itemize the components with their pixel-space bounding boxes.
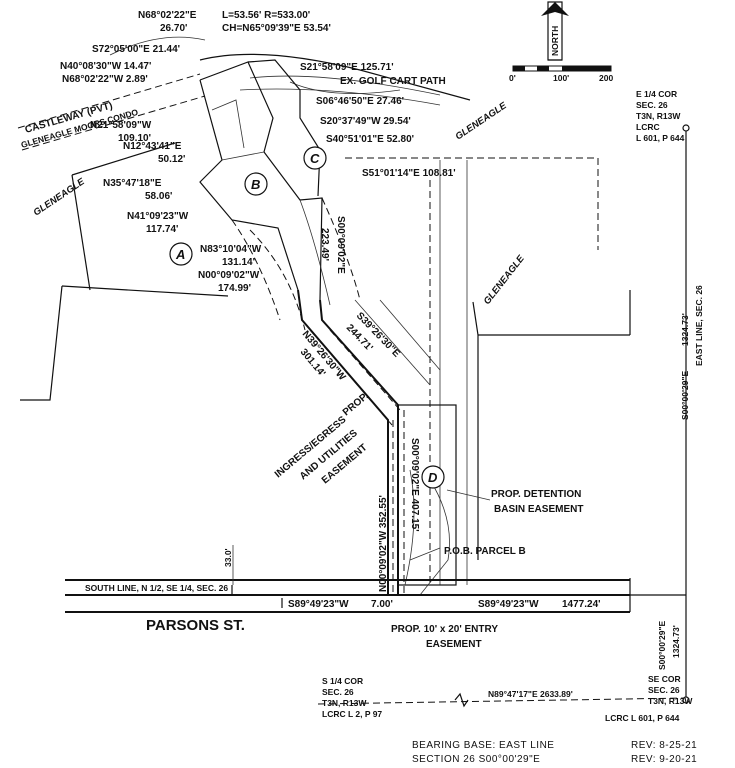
bearing-label: S89°49'23"W bbox=[478, 599, 539, 610]
parcel-a-label: A bbox=[175, 247, 185, 262]
revision-date: REV: 9-20-21 bbox=[631, 754, 697, 765]
gleneagle-label: GLENEAGLE bbox=[32, 176, 88, 219]
bearing-label: N68°02'22"E bbox=[138, 10, 197, 21]
revision-date: REV: 8-25-21 bbox=[631, 740, 697, 751]
corner-s-block: S 1/4 COR SEC. 26 T3N, R13W LCRC L 2, P … bbox=[322, 676, 382, 719]
bearing-label: S89°49'23"W bbox=[288, 599, 349, 610]
footer: BEARING BASE: EAST LINE SECTION 26 S00°0… bbox=[412, 740, 697, 765]
bearing-label: S21°58'09"E 125.71' bbox=[300, 62, 394, 73]
curve-label: L=53.56' R=533.00' bbox=[222, 10, 310, 21]
bearing-label: N68°02'22"W 2.89' bbox=[62, 74, 148, 85]
bearing-distance: 131.14' bbox=[222, 257, 255, 268]
corner-e-block: E 1/4 COR SEC. 26 T3N, R13W LCRC L 601, … bbox=[636, 89, 685, 143]
section-lines bbox=[65, 124, 690, 708]
bearing-distance: 1324.73' bbox=[680, 313, 690, 346]
bearing-basis: SECTION 26 S00°00'29"E bbox=[412, 754, 540, 765]
bearing-label: S00°09'02"E 407.15' bbox=[409, 438, 420, 532]
pob-label: P.O.B. PARCEL B bbox=[444, 546, 526, 557]
bearing-label: S20°37'49"W 29.54' bbox=[320, 116, 411, 127]
corner-text: T3N, R13W bbox=[322, 698, 367, 708]
scale-bar: 0' 100' 200 bbox=[509, 65, 613, 83]
bearing-label: S40°51'01"E 52.80' bbox=[326, 134, 414, 145]
bearing-label: N00°09'02"W 352.55' bbox=[378, 495, 389, 592]
corner-text: SEC. 26 bbox=[648, 685, 680, 695]
bearing-basis: BEARING BASE: EAST LINE bbox=[412, 740, 554, 751]
bearing-label: N21°58'09"W bbox=[90, 120, 152, 131]
castleway-road: CASTLEWAY (PVT) GLENEAGLE MOORS CONDO bbox=[17, 73, 206, 151]
ingress-label: PROP. bbox=[341, 391, 371, 419]
bearing-label: S51°01'14"E 108.81' bbox=[362, 168, 456, 179]
east-line-label: EAST LINE, SEC. 26 bbox=[694, 285, 704, 366]
bearing-distance: 7.00' bbox=[371, 599, 393, 610]
street-label: PARSONS ST. bbox=[146, 617, 245, 634]
bearing-label: N35°47'18"E bbox=[103, 178, 162, 189]
bearing-distance: 174.99' bbox=[218, 283, 251, 294]
bearing-distance: 1324.73' bbox=[671, 625, 681, 658]
parcel-d-label: D bbox=[428, 470, 438, 485]
gleneagle-label: GLENEAGLE bbox=[454, 100, 510, 143]
scale-tick-0: 0' bbox=[509, 73, 516, 83]
detention-label: BASIN EASEMENT bbox=[494, 504, 583, 515]
corner-text: LCRC bbox=[636, 122, 660, 132]
entry-easement-label: PROP. 10' x 20' ENTRY bbox=[391, 624, 498, 635]
detention-label: PROP. DETENTION bbox=[491, 489, 581, 500]
bearing-distance: 117.74' bbox=[146, 224, 178, 235]
bearing-label: S06°46'50"E 27.46' bbox=[316, 96, 404, 107]
bearing-label: N89°47'17"E 2633.89' bbox=[488, 689, 573, 699]
corner-text: S 1/4 COR bbox=[322, 676, 363, 686]
bearing-distance: 1477.24' bbox=[562, 599, 601, 610]
south-line-label: SOUTH LINE, N 1/2, SE 1/4, SEC. 26 bbox=[85, 583, 228, 593]
scale-tick-100: 100' bbox=[553, 73, 569, 83]
cart-path-label: EX. GOLF CART PATH bbox=[340, 76, 446, 87]
parcel-b-label: B bbox=[251, 177, 260, 192]
surrounding-lines bbox=[20, 36, 631, 585]
corner-text: T3N, R13W bbox=[636, 111, 681, 121]
bearing-distance: 109.10' bbox=[118, 133, 151, 144]
bearing-distance: 50.12' bbox=[158, 154, 185, 165]
bearing-label: N00°09'02"W bbox=[198, 270, 260, 281]
corner-text: LCRC L 2, P 97 bbox=[322, 709, 382, 719]
corner-text: SEC. 26 bbox=[636, 100, 668, 110]
bearing-label: N41°09'23"W bbox=[127, 211, 189, 222]
corner-text: LCRC L 601, P 644 bbox=[605, 713, 680, 723]
corner-text: SE COR bbox=[648, 674, 681, 684]
corner-text: E 1/4 COR bbox=[636, 89, 677, 99]
bearing-distance: 223.49' bbox=[319, 228, 330, 261]
bearing-label: S00°00'29"E bbox=[657, 621, 667, 670]
parcel-c-label: C bbox=[310, 151, 320, 166]
offset-distance: 33.0' bbox=[223, 548, 233, 567]
parcel-c-marker: C bbox=[303, 146, 327, 170]
bearing-label: N83°10'04"W bbox=[200, 244, 262, 255]
entry-easement-label: EASEMENT bbox=[426, 639, 482, 650]
gleneagle-label: GLENEAGLE bbox=[482, 253, 527, 307]
north-label: NORTH bbox=[550, 26, 560, 56]
bearing-label: S72°05'00"E 21.44' bbox=[92, 44, 180, 55]
bearing-label: N40°08'30"W 14.47' bbox=[60, 61, 151, 72]
corner-text: SEC. 26 bbox=[322, 687, 354, 697]
bearing-label: N12°43'41"E bbox=[123, 141, 182, 152]
scale-tick-200: 200 bbox=[599, 73, 613, 83]
bearing-label: S00°09'02"E bbox=[335, 216, 346, 274]
corner-text: T3N, R13W bbox=[648, 696, 693, 706]
parcel-d bbox=[397, 404, 491, 596]
parcel-b-marker: B bbox=[244, 172, 268, 196]
bearing-distance: 58.06' bbox=[145, 191, 172, 202]
corner-se-block: SE COR SEC. 26 T3N, R13W LCRC L 601, P 6… bbox=[605, 674, 693, 723]
parcel-d-marker: D bbox=[421, 465, 445, 489]
corner-text: L 601, P 644 bbox=[636, 133, 685, 143]
bearing-distance: 26.70' bbox=[160, 23, 187, 34]
bearing-label: S00°00'29"E bbox=[680, 371, 690, 420]
chord-label: CH=N65°09'39"E 53.54' bbox=[222, 23, 331, 34]
parcel-a-marker: A bbox=[169, 242, 193, 266]
north-arrow: NORTH bbox=[541, 1, 569, 61]
